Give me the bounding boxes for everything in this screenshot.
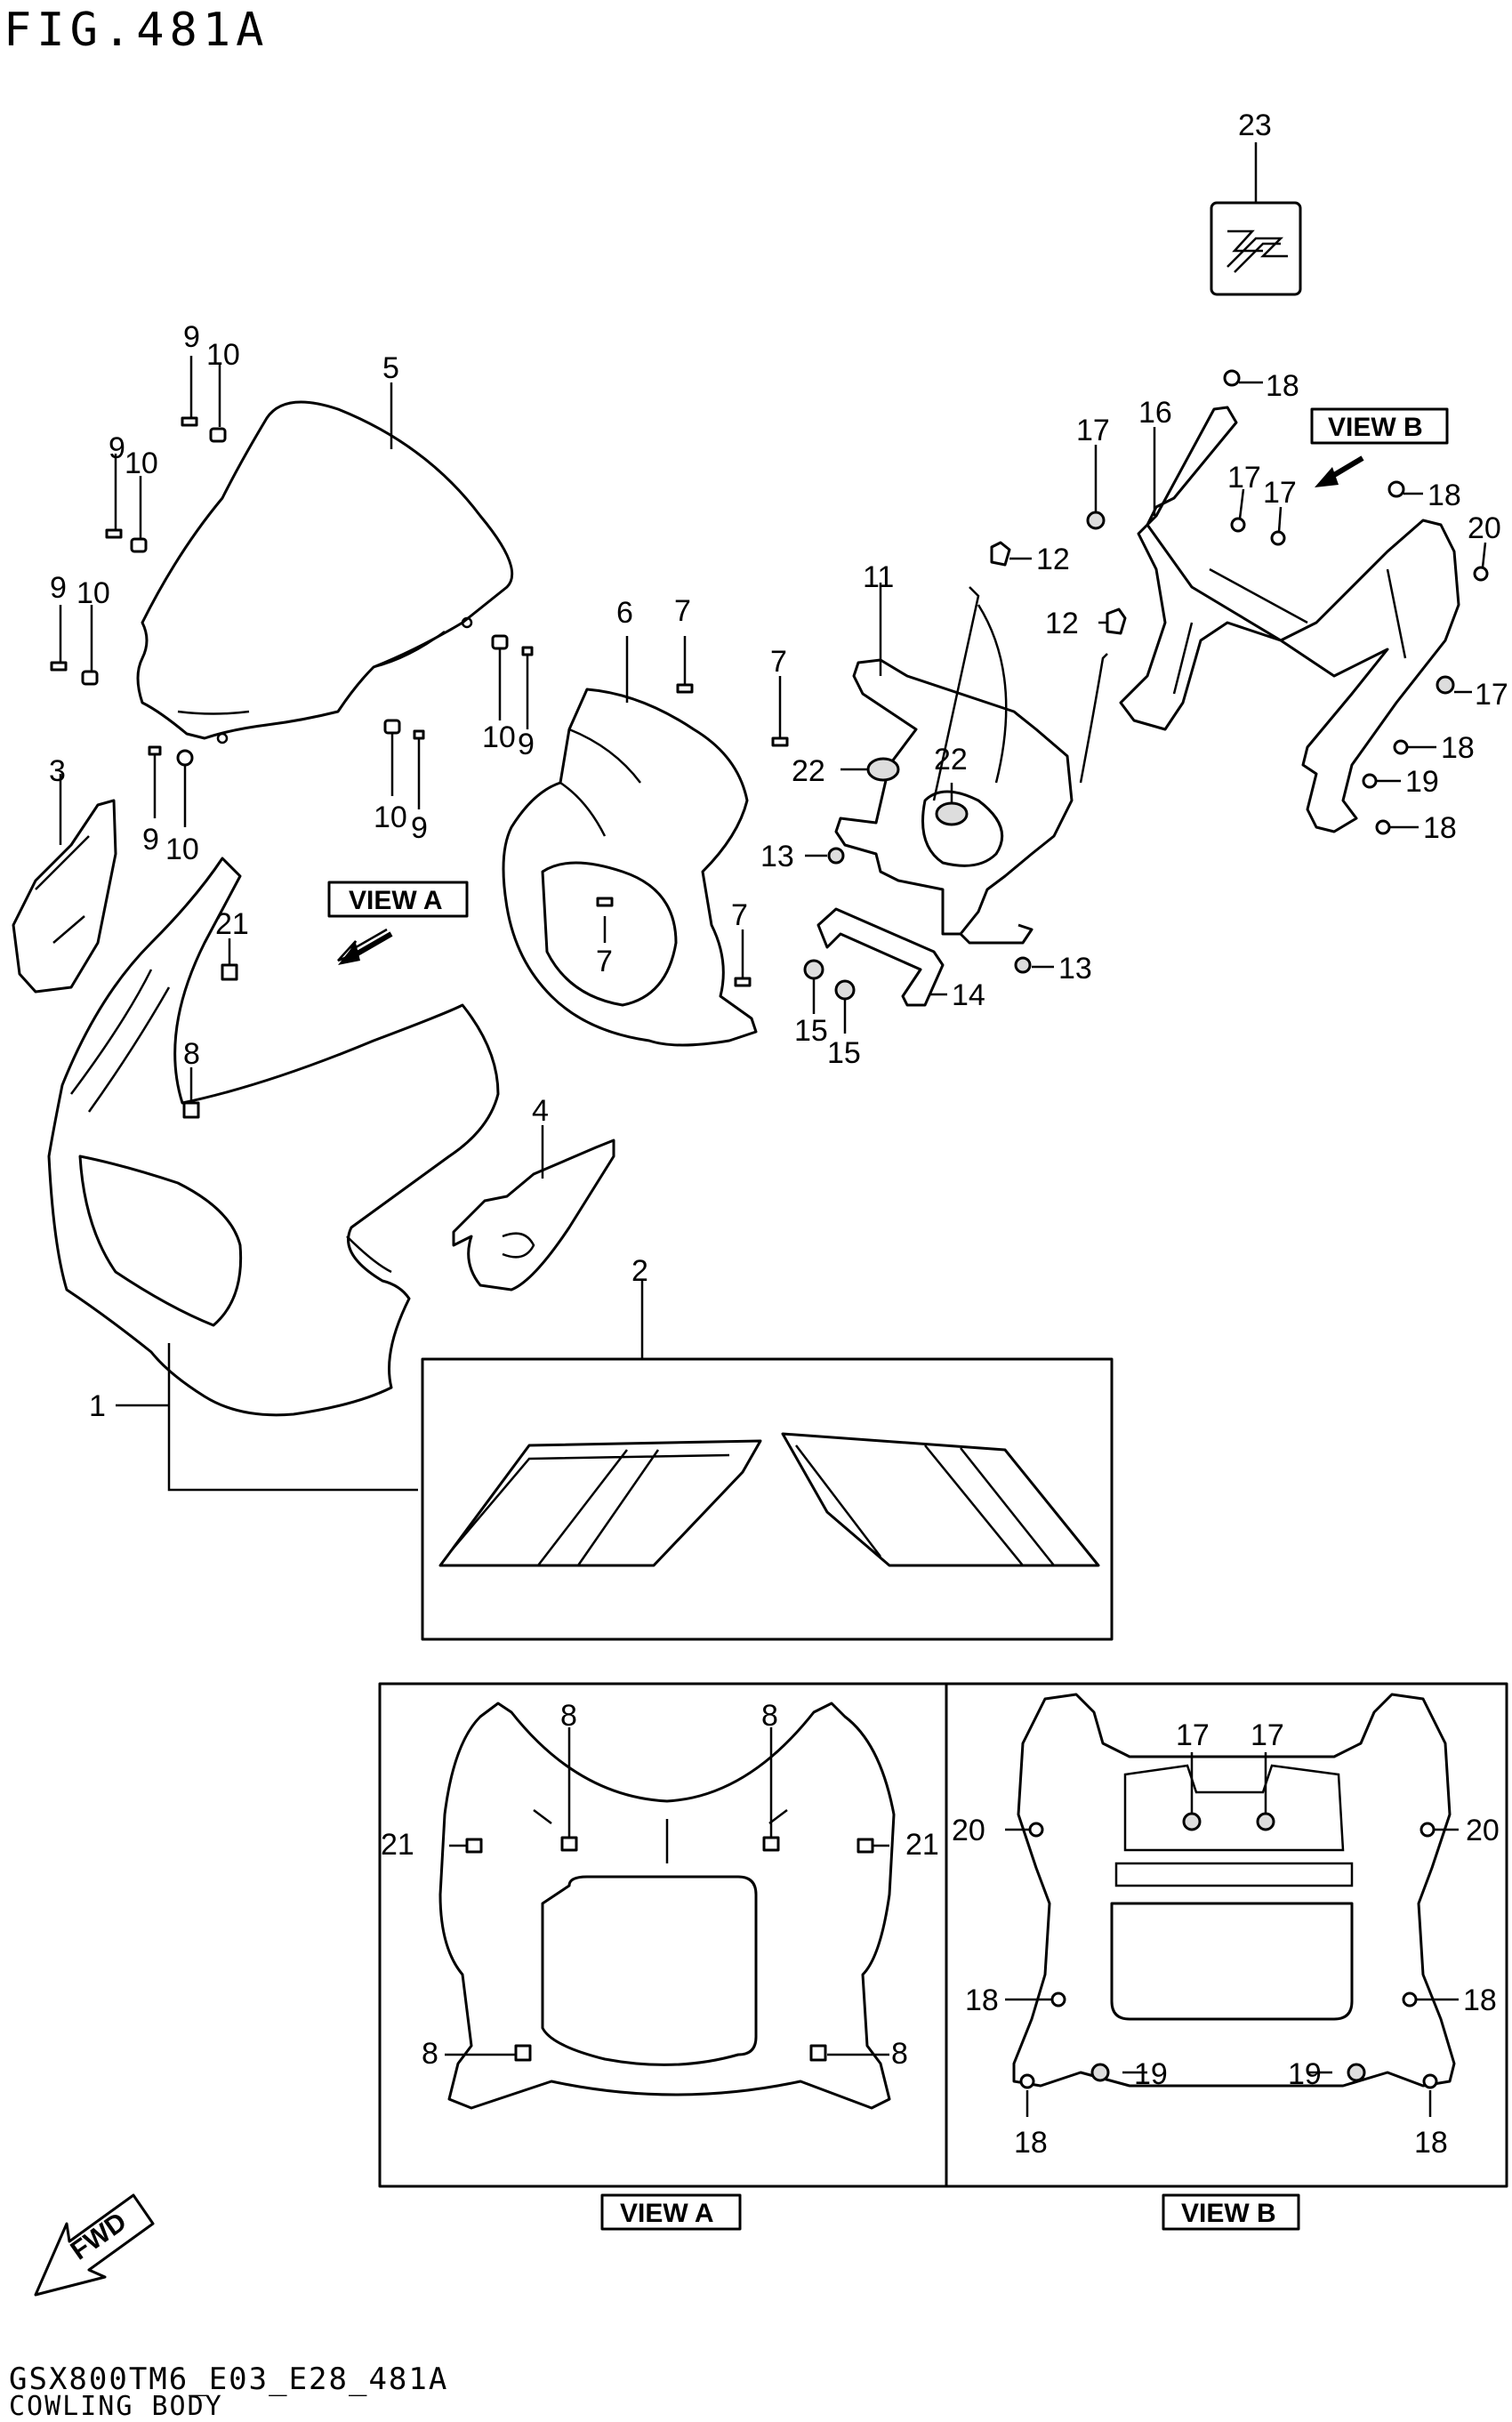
callout-18c: 18 <box>1441 731 1475 765</box>
callout-9a: 9 <box>183 320 200 354</box>
callout-18d: 18 <box>1423 811 1457 845</box>
screws-part-7[interactable] <box>596 636 789 987</box>
view-b-callouts <box>1005 1752 1459 2117</box>
cowling-brace-part-16[interactable] <box>1119 406 1460 833</box>
callout-13b: 13 <box>1058 952 1092 986</box>
callout-9e: 9 <box>411 811 428 845</box>
screw-set-upper[interactable] <box>50 356 227 686</box>
clip-part-21[interactable] <box>221 938 238 981</box>
inner-panel-part-3[interactable] <box>12 774 117 994</box>
decal-set-part-2[interactable] <box>421 1281 1114 1641</box>
screw-set-mid[interactable] <box>148 634 534 827</box>
callout-21: 21 <box>215 907 249 941</box>
section-name: COWLING BODY <box>9 2391 223 2422</box>
figure-title: FIG.481A <box>4 4 269 57</box>
view-b-callout-20a: 20 <box>952 1814 985 1847</box>
callout-8: 8 <box>183 1037 200 1071</box>
callout-2: 2 <box>631 1254 648 1288</box>
view-a-callout-21b: 21 <box>905 1828 939 1862</box>
view-b-callout-17a: 17 <box>1176 1718 1210 1752</box>
bracket-part-14[interactable] <box>816 907 947 1007</box>
callout-19: 19 <box>1405 765 1439 799</box>
svg-text:VIEW B: VIEW B <box>1328 413 1423 442</box>
view-b-caption: VIEW B <box>1162 2193 1300 2231</box>
callout-16: 16 <box>1138 396 1172 430</box>
inner-panel-part-4[interactable] <box>452 1125 615 1291</box>
view-b-callout-19b: 19 <box>1288 2057 1322 2091</box>
callout-14: 14 <box>952 978 985 1012</box>
callout-22a: 22 <box>792 754 825 788</box>
windscreen-part-5[interactable] <box>136 382 514 744</box>
view-b-callout-18a: 18 <box>965 1983 999 2017</box>
callout-23: 23 <box>1238 109 1272 142</box>
callout-22b: 22 <box>934 743 968 776</box>
callout-12a: 12 <box>1036 543 1070 576</box>
callout-11: 11 <box>863 560 894 594</box>
callout-10f: 10 <box>165 833 199 866</box>
view-b-tag: VIEW B <box>1310 407 1449 487</box>
view-a-callouts <box>445 1727 889 2062</box>
callout-17a: 17 <box>1076 414 1110 447</box>
clip-part-8[interactable] <box>182 1067 200 1119</box>
callout-17d: 17 <box>1475 678 1508 712</box>
callout-15a: 15 <box>794 1014 828 1048</box>
callout-4: 4 <box>532 1094 549 1128</box>
callout-9b: 9 <box>109 431 125 465</box>
view-b-callout-18b: 18 <box>1463 1983 1497 2017</box>
view-b-callout-18d: 18 <box>1414 2126 1448 2160</box>
callout-10e: 10 <box>374 801 407 834</box>
callout-15b: 15 <box>827 1036 861 1070</box>
view-a-callout-8a: 8 <box>560 1699 577 1733</box>
callout-9f: 9 <box>142 823 159 857</box>
view-a-callout-8c: 8 <box>422 2037 438 2071</box>
callout-1: 1 <box>89 1389 106 1423</box>
view-b-callout-17b: 17 <box>1251 1718 1284 1752</box>
nuts-part-15[interactable] <box>803 959 856 1034</box>
view-b-panel <box>945 1682 1508 2188</box>
view-a-callout-21a: 21 <box>381 1828 414 1862</box>
svg-text:VIEW A: VIEW A <box>620 2199 714 2228</box>
emblem-part-23[interactable] <box>1210 142 1302 296</box>
bolts-part-13[interactable] <box>805 847 1054 974</box>
callout-10d: 10 <box>482 720 516 754</box>
upper-cowling-part-1[interactable] <box>47 857 500 1492</box>
fasteners-brace[interactable] <box>1086 369 1489 835</box>
callout-9c: 9 <box>50 571 67 605</box>
callout-7d: 7 <box>731 898 748 932</box>
callout-10c: 10 <box>76 576 110 610</box>
view-a-callout-8d: 8 <box>891 2037 908 2071</box>
callout-7a: 7 <box>674 594 691 628</box>
callout-6: 6 <box>616 596 633 630</box>
callout-20: 20 <box>1468 511 1501 545</box>
callout-10a: 10 <box>206 338 240 372</box>
svg-text:VIEW B: VIEW B <box>1181 2199 1276 2228</box>
callout-9d: 9 <box>518 728 535 761</box>
callout-5: 5 <box>382 351 399 385</box>
callout-17b: 17 <box>1227 461 1261 495</box>
view-b-callout-19a: 19 <box>1134 2057 1168 2091</box>
callout-12b: 12 <box>1045 607 1079 640</box>
rubbers-part-22[interactable] <box>840 757 969 826</box>
callout-17c: 17 <box>1263 476 1297 510</box>
fwd-arrow-icon: FWD <box>34 2193 155 2297</box>
view-b-callout-18c: 18 <box>1014 2126 1048 2160</box>
view-a-panel <box>378 1682 948 2188</box>
svg-text:VIEW A: VIEW A <box>349 886 443 915</box>
callout-13a: 13 <box>760 840 794 873</box>
callout-18b: 18 <box>1428 479 1461 512</box>
callout-7c: 7 <box>596 945 613 978</box>
callout-3: 3 <box>49 754 66 788</box>
inner-cowling-part-6[interactable] <box>502 636 758 1047</box>
callout-7b: 7 <box>770 645 787 679</box>
view-a-callout-8b: 8 <box>761 1699 778 1733</box>
view-b-callout-20b: 20 <box>1466 1814 1500 1847</box>
view-a-caption: VIEW A <box>600 2193 742 2231</box>
clips-part-12[interactable] <box>990 541 1127 635</box>
view-a-tag: VIEW A <box>327 881 469 965</box>
model-code: GSX800TM6_E03_E28_481A <box>9 2362 449 2397</box>
callout-10b: 10 <box>125 447 158 480</box>
callout-18a: 18 <box>1266 369 1299 403</box>
